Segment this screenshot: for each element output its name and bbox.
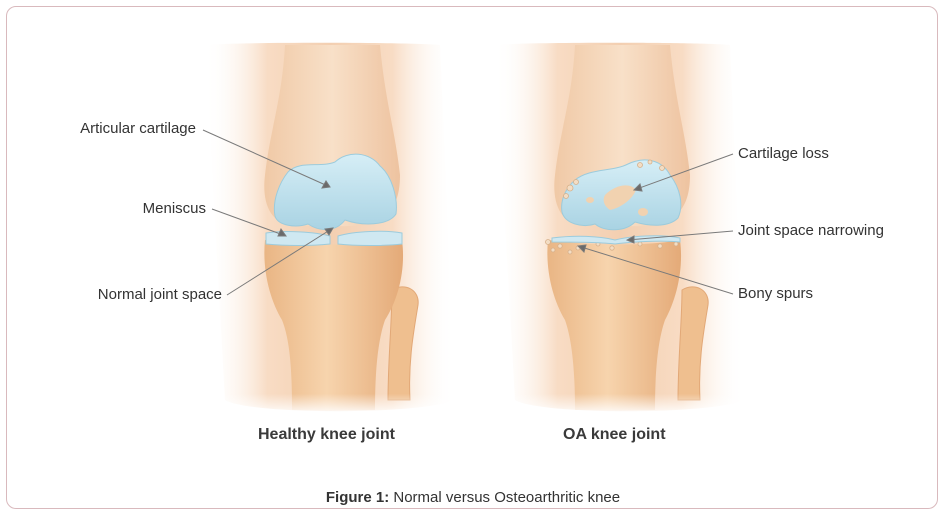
figure-caption-text: Normal versus Osteoarthritic knee xyxy=(393,489,620,506)
label-articular-cartilage: Articular cartilage xyxy=(80,120,196,138)
figure-caption: Figure 1: Normal versus Osteoarthritic k… xyxy=(0,489,946,506)
label-joint-space-narrowing: Joint space narrowing xyxy=(738,222,884,240)
figure-caption-label: Figure 1: xyxy=(326,489,389,506)
label-cartilage-loss: Cartilage loss xyxy=(738,145,829,163)
label-bony-spurs: Bony spurs xyxy=(738,285,813,303)
oa-knee-illustration xyxy=(490,43,750,415)
label-meniscus: Meniscus xyxy=(143,200,206,218)
oa-knee-caption: OA knee joint xyxy=(563,426,666,444)
healthy-knee-caption: Healthy knee joint xyxy=(258,426,395,444)
label-normal-joint-space: Normal joint space xyxy=(98,286,222,304)
